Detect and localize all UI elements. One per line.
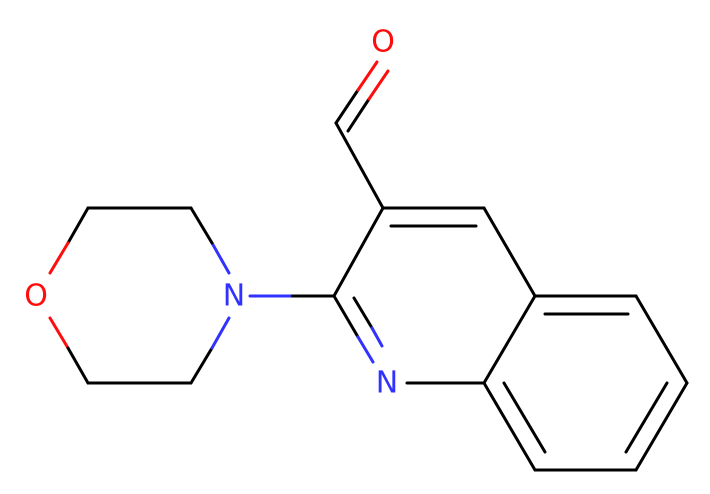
benzene-ring: [482, 294, 689, 472]
bond-c2-n-inner-blue: [370, 326, 384, 348]
bond-c3-c2: [332, 206, 385, 298]
atom-n-quinoline: N: [376, 366, 398, 401]
bond-co-upper-red: [356, 60, 379, 92]
bond-o-c-lower-red: [48, 316, 70, 350]
bond-c3-cho: [334, 121, 385, 210]
atom-n-morpholine: N: [223, 279, 245, 314]
atom-o-aldehyde: O: [371, 25, 395, 60]
bond-o-c-lower: [66, 346, 90, 385]
bond-c-o-upper: [66, 206, 90, 245]
bond-c2-n: [332, 294, 360, 339]
morpholine-ring: [48, 206, 231, 385]
bond-co-lower: [346, 97, 371, 133]
bond-n-c-upper: [189, 206, 214, 245]
bond-c8-c8a: [482, 381, 537, 472]
bond-c2-n-inner: [352, 296, 374, 330]
bond-c4-c4a: [482, 206, 537, 298]
pyridine-ring: [332, 206, 537, 385]
bond-c8-c8a-inner: [502, 381, 547, 454]
atom-o-morpholine: O: [24, 279, 48, 314]
bond-c-n-lower: [189, 346, 214, 385]
bond-c5-c6: [634, 294, 689, 385]
bond-co-lower-red: [367, 69, 390, 101]
bond-c-o-upper-red: [48, 241, 70, 275]
bond-c-n-lower-blue: [210, 316, 231, 350]
bond-c6-c7: [634, 381, 689, 472]
aldehyde-group: [334, 60, 390, 210]
bond-n-c-upper-blue: [210, 241, 231, 275]
bond-c2-n-blue: [356, 335, 375, 364]
bond-co-upper: [334, 88, 360, 125]
bond-c4a-c8a: [482, 294, 537, 385]
bond-c6-c7-inner: [624, 381, 669, 454]
